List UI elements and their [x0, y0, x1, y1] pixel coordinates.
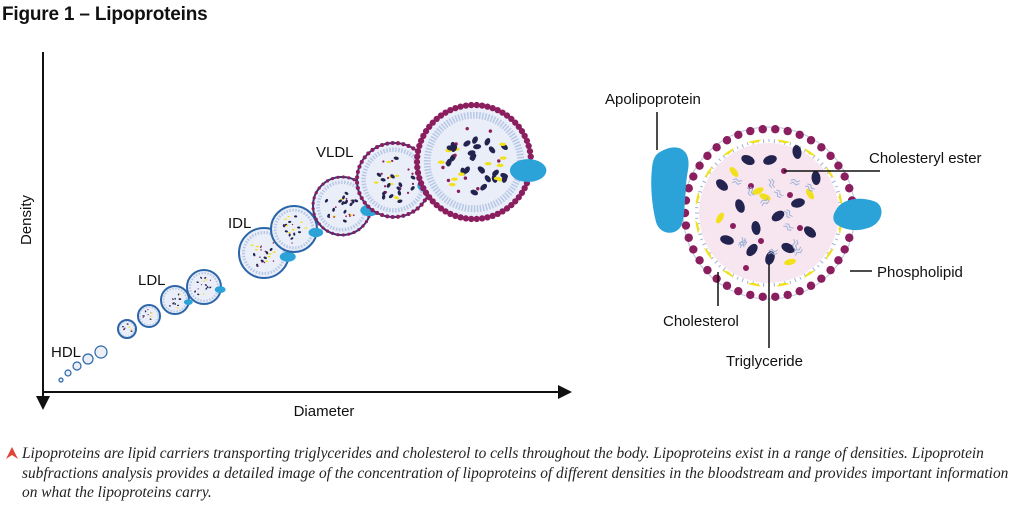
- lipoprotein-particle: [58, 377, 64, 383]
- lipoprotein-particle: [117, 319, 137, 339]
- figure-title: Figure 1 – Lipoproteins: [2, 4, 208, 25]
- lipoprotein-particle-detail: [651, 125, 882, 301]
- lipoprotein-particle: [186, 269, 226, 305]
- lipoprotein-particle: [413, 101, 547, 223]
- vldl-label: VLDL: [316, 144, 354, 161]
- hdl-label: HDL: [51, 344, 81, 361]
- lipoprotein-particle: [311, 175, 379, 237]
- apolipoprotein-left-shape: [651, 147, 689, 233]
- lipoprotein-diagram: Density Diameter HDL LDL IDL VLDL Apolip…: [18, 52, 982, 420]
- lipoprotein-particle: [137, 304, 161, 328]
- lipoprotein-particle: [72, 361, 82, 371]
- ldl-label: LDL: [138, 272, 166, 289]
- lipoprotein-particle-series: [58, 101, 547, 383]
- cholesteryl-ester-label: Cholesteryl ester: [869, 150, 982, 167]
- lipoprotein-particle: [82, 353, 94, 365]
- phospholipid-label: Phospholipid: [877, 264, 963, 281]
- density-axis: [36, 52, 50, 410]
- diameter-axis: [43, 385, 572, 399]
- apolipoprotein-right-shape: [833, 198, 882, 231]
- density-axis-label: Density: [18, 194, 35, 245]
- figure-caption: Lipoproteins are lipid carriers transpor…: [22, 445, 1009, 501]
- apolipoprotein-label: Apolipoprotein: [605, 91, 701, 108]
- lipoprotein-particle: [160, 285, 193, 315]
- lipoprotein-particle: [94, 345, 108, 359]
- diameter-axis-label: Diameter: [294, 403, 355, 420]
- idl-label: IDL: [228, 215, 251, 232]
- lipoprotein-particle: [270, 205, 324, 253]
- caption-marker-icon: [6, 447, 18, 459]
- cholesterol-label: Cholesterol: [663, 313, 739, 330]
- lipoprotein-particle: [64, 369, 72, 377]
- triglyceride-label: Triglyceride: [726, 353, 803, 370]
